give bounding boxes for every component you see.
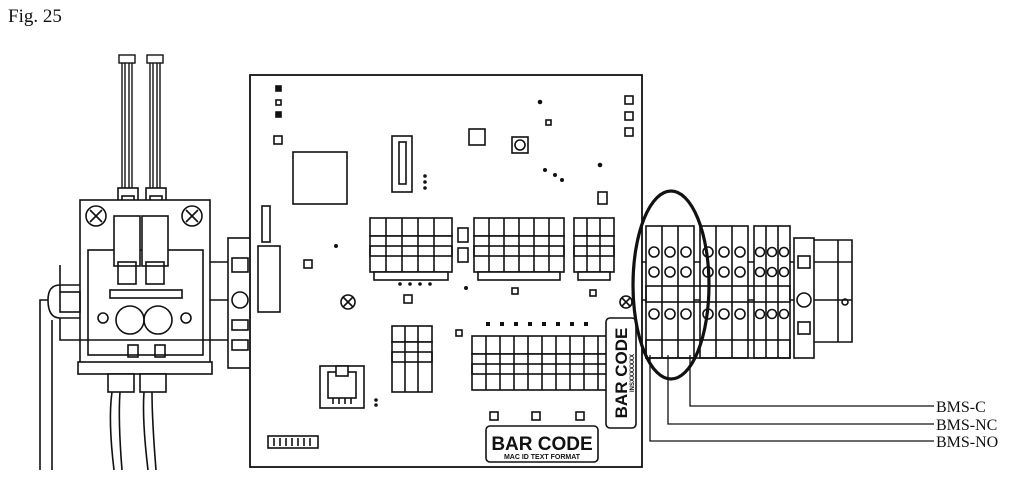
leader-bms-c	[689, 355, 934, 407]
mount-screw-icon	[340, 294, 356, 310]
screw-icon	[181, 205, 203, 227]
terminal-block-top-1	[369, 217, 453, 286]
clamp-screw-icon	[231, 291, 249, 309]
barcode-bottom-text: BAR CODE	[491, 434, 592, 455]
callout-bms-no: BMS-NO	[936, 434, 998, 451]
control-board: BAR CODE INSXXXXXXX BAR CODE MAC ID TEXT…	[249, 74, 643, 468]
figure-label: Fig. 25	[8, 6, 62, 27]
callout-bms-c: BMS-C	[936, 399, 986, 416]
screw-icon	[85, 205, 107, 227]
callout-bms-nc: BMS-NC	[936, 417, 997, 434]
cable-pair-left	[118, 54, 136, 190]
barcode-label-bottom: BAR CODE MAC ID TEXT FORMAT	[485, 425, 599, 463]
leader-bms-nc	[667, 355, 934, 425]
terminal-strip	[645, 225, 815, 359]
din-rail-left	[59, 237, 253, 369]
cable-pair-right	[146, 54, 164, 190]
valve-assembly	[39, 54, 213, 471]
rj-jack	[319, 365, 365, 409]
barcode-bottom-subtext: MAC ID TEXT FORMAT	[504, 454, 581, 461]
terminal-block-small	[391, 325, 433, 393]
valve-port	[143, 305, 173, 335]
barcode-label-vertical: BAR CODE INSXXXXXXX	[605, 317, 637, 429]
dip-switch	[267, 435, 319, 449]
terminal-block-top-2	[473, 217, 565, 281]
barcode-vertical-subtext: INSXXXXXXX	[630, 354, 636, 392]
clamp-screw-icon	[796, 292, 812, 308]
highlight-ellipse	[631, 189, 711, 381]
barcode-vertical-text: BAR CODE	[612, 328, 631, 419]
processor-chip	[292, 151, 348, 205]
leader-bms-no	[649, 355, 934, 442]
terminal-block-bottom	[471, 335, 613, 391]
terminal-block-top-3	[573, 217, 615, 281]
callout-leaders	[649, 355, 934, 442]
